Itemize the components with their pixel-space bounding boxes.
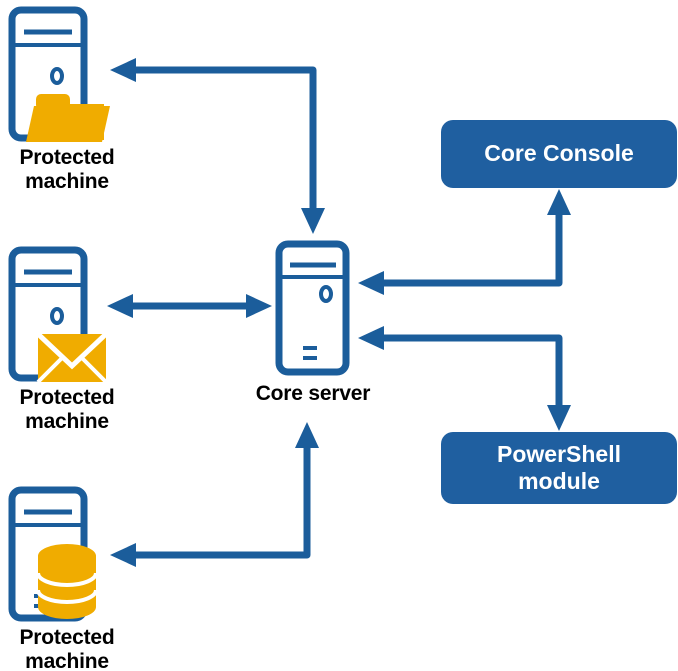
arrowhead-up — [295, 422, 319, 448]
node-protected-machine-database — [8, 486, 98, 622]
arrowhead-down — [301, 208, 325, 234]
powershell-module-box[interactable]: PowerShell module — [441, 432, 677, 504]
arrowhead-up — [547, 189, 571, 215]
arrowhead-left — [107, 294, 133, 318]
connector-core-to-console — [358, 189, 571, 295]
envelope-icon — [36, 332, 108, 384]
core-server-label: Core server — [255, 382, 371, 405]
folder-icon — [26, 94, 110, 142]
powershell-module-label: PowerShell module — [497, 440, 621, 494]
node-protected-machine-files — [8, 6, 110, 142]
core-console-label: Core Console — [484, 140, 634, 167]
arrowhead-left — [358, 271, 384, 295]
server-tower-icon — [275, 240, 350, 376]
protected-machine-mail-label: Protected machine — [19, 386, 115, 433]
arrowhead-right — [246, 294, 272, 318]
connector-core-to-powershell — [358, 326, 571, 431]
node-core-server — [275, 240, 350, 376]
arrowhead-down — [547, 405, 571, 431]
protected-machine-files-label: Protected machine — [19, 146, 115, 193]
arrowhead-left — [110, 58, 136, 82]
protected-machine-database-label: Protected machine — [19, 626, 115, 671]
node-protected-machine-mail — [8, 246, 108, 384]
connector-core-to-pm-database — [110, 422, 319, 567]
arrowhead-left — [358, 326, 384, 350]
connector-layer — [107, 58, 571, 567]
core-console-box[interactable]: Core Console — [441, 120, 677, 188]
arrowhead-left — [110, 543, 136, 567]
connector-core-pm-mail — [107, 294, 272, 318]
connector-core-to-pm-files — [110, 58, 325, 234]
database-icon — [36, 544, 98, 619]
